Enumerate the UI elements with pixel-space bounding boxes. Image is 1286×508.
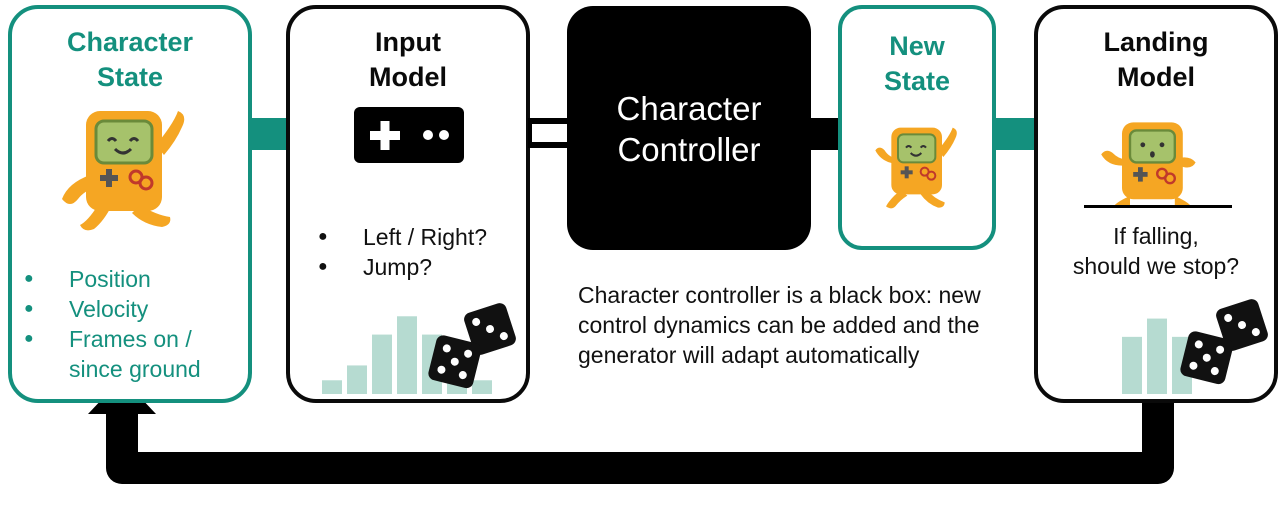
gamepad-icon (354, 107, 464, 163)
bullet-position: Position (24, 264, 201, 294)
new-state-box: New State (838, 5, 996, 250)
new-state-title: New State (883, 31, 951, 96)
histogram-bar (1122, 336, 1142, 394)
character-state-title: Character State (66, 27, 194, 92)
histogram-bar (472, 380, 492, 394)
landing-model-box: Landing Model If falling, should we stop… (1034, 5, 1278, 403)
landing-model-title: Landing Model (1103, 27, 1209, 92)
landing-histogram (1122, 318, 1192, 394)
bullet-frames-continued: since ground (69, 356, 201, 382)
character-state-bullets: Position Velocity Frames on / since grou… (24, 264, 201, 384)
dice-icon (428, 303, 516, 389)
ground-line (1084, 205, 1232, 208)
dice-icon (1180, 299, 1268, 385)
input-model-box: Input Model Left / Right? Jump? (286, 5, 530, 403)
bullet-jump: Jump? (318, 252, 487, 282)
input-model-title: Input Model (369, 27, 447, 92)
bullet-frames: Frames on / (24, 324, 201, 354)
histogram-bar (322, 380, 342, 394)
character-controller-label: Character Controller (616, 90, 762, 168)
robot-running-icon (875, 127, 957, 209)
character-controller-box: Character Controller (567, 6, 811, 250)
robot-landing-icon (1101, 122, 1196, 206)
histogram-bar (397, 316, 417, 394)
controller-note: Character controller is a black box: new… (578, 282, 981, 368)
robot-waving-icon (62, 111, 185, 231)
histogram-bar (347, 365, 367, 394)
bullet-velocity: Velocity (24, 294, 201, 324)
character-state-box: Character State Position Velocity Frames… (8, 5, 252, 403)
bullet-left-right: Left / Right? (318, 222, 487, 252)
input-model-bullets: Left / Right? Jump? (318, 222, 487, 282)
histogram-bar (372, 334, 392, 394)
histogram-bar (1147, 318, 1167, 394)
landing-question: If falling, should we stop? (1072, 223, 1240, 279)
